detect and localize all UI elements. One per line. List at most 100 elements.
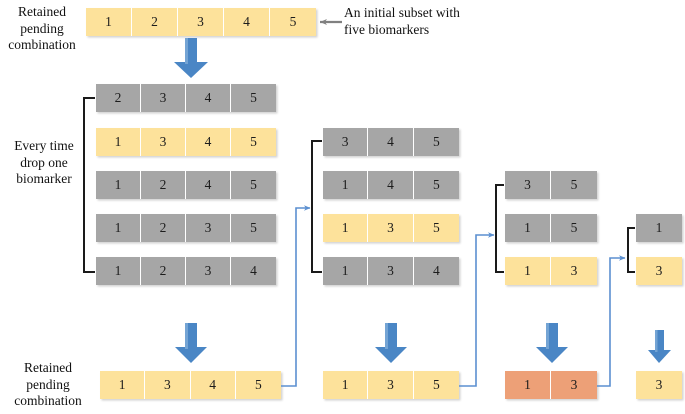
label-line: Every time <box>14 138 74 153</box>
combo-cell[interactable]: 3 <box>551 257 597 285</box>
combo-cell[interactable]: 3 <box>368 371 414 399</box>
combo-cell[interactable]: 1 <box>505 214 551 242</box>
label-line: drop one <box>20 154 68 170</box>
combo-cell[interactable]: 5 <box>235 371 281 399</box>
arrow-down-stage-3-retained <box>536 323 568 363</box>
combo-cell[interactable]: 5 <box>413 171 459 199</box>
combo-cell[interactable]: 5 <box>231 84 276 112</box>
label-line: combination <box>14 393 82 408</box>
arrow-down-stage-4-retained <box>648 330 671 363</box>
combo-stage-4-candidate-2[interactable]: 3 <box>636 257 682 285</box>
combo-cell[interactable]: 1 <box>323 214 369 242</box>
combo-cell[interactable]: 3 <box>636 257 682 285</box>
arrow-down-initial-to-stage1 <box>174 38 208 78</box>
combo-cell[interactable]: 1 <box>96 128 141 156</box>
combo-cell[interactable]: 3 <box>178 8 224 36</box>
combo-cell[interactable]: 2 <box>141 214 186 242</box>
connector-stage-2-to-stage-3 <box>459 232 495 387</box>
label-line: combination <box>8 37 76 52</box>
combo-cell[interactable]: 4 <box>368 128 414 156</box>
combo-cell[interactable]: 3 <box>636 371 682 399</box>
label-line: Retained <box>24 360 72 375</box>
bracket-stage-2 <box>311 140 322 273</box>
combo-cell[interactable]: 1 <box>96 171 141 199</box>
bracket-stage-4 <box>627 227 635 273</box>
label-line: five biomarkers <box>344 21 430 37</box>
label-line: biomarker <box>16 171 72 186</box>
bracket-stage-3 <box>495 184 504 273</box>
combo-cell[interactable]: 1 <box>505 371 551 399</box>
label-line: Retained <box>18 4 66 19</box>
combo-cell[interactable]: 4 <box>186 171 231 199</box>
combo-cell[interactable]: 5 <box>231 171 276 199</box>
combo-cell[interactable]: 5 <box>231 214 276 242</box>
combo-cell[interactable]: 1 <box>636 214 682 242</box>
combo-cell[interactable]: 5 <box>270 8 316 36</box>
combo-cell[interactable]: 1 <box>323 371 369 399</box>
combo-cell[interactable]: 4 <box>368 171 414 199</box>
combo-cell[interactable]: 3 <box>368 257 414 285</box>
combo-cell[interactable]: 3 <box>186 257 231 285</box>
combo-cell[interactable]: 3 <box>505 171 551 199</box>
label-line: pending <box>20 20 64 36</box>
arrow-down-stage-2-retained <box>375 323 407 363</box>
combo-cell[interactable]: 4 <box>186 84 231 112</box>
combo-stage-4-candidate-1[interactable]: 1 <box>636 214 682 242</box>
combo-cell[interactable]: 4 <box>231 257 276 285</box>
combo-retained-stage-4[interactable]: 3 <box>636 371 682 399</box>
combo-cell[interactable]: 3 <box>145 371 191 399</box>
combo-cell[interactable]: 4 <box>186 128 231 156</box>
combo-cell[interactable]: 2 <box>132 8 178 36</box>
label-line: pending <box>26 376 70 392</box>
combo-cell[interactable]: 3 <box>141 128 186 156</box>
combo-cell[interactable]: 2 <box>96 84 141 112</box>
combo-cell[interactable]: 1 <box>505 257 551 285</box>
label-line: An initial subset with <box>344 5 460 20</box>
combo-cell[interactable]: 2 <box>141 171 186 199</box>
combo-cell[interactable]: 3 <box>323 128 369 156</box>
combo-cell[interactable]: 5 <box>413 128 459 156</box>
combo-cell[interactable]: 1 <box>323 171 369 199</box>
combo-cell[interactable]: 5 <box>413 371 459 399</box>
combo-cell[interactable]: 5 <box>413 214 459 242</box>
combo-cell[interactable]: 3 <box>141 84 186 112</box>
connector-stage-3-to-stage-4 <box>597 255 626 387</box>
combo-cell[interactable]: 5 <box>551 171 597 199</box>
combo-cell[interactable]: 5 <box>551 214 597 242</box>
combo-cell[interactable]: 1 <box>96 257 141 285</box>
combo-cell[interactable]: 5 <box>231 128 276 156</box>
combo-cell[interactable]: 4 <box>224 8 270 36</box>
combo-cell[interactable]: 1 <box>100 371 146 399</box>
combo-cell[interactable]: 2 <box>141 257 186 285</box>
combo-cell[interactable]: 3 <box>551 371 597 399</box>
combo-cell[interactable]: 4 <box>190 371 236 399</box>
combo-cell[interactable]: 1 <box>323 257 369 285</box>
combo-cell[interactable]: 3 <box>368 214 414 242</box>
combo-cell[interactable]: 1 <box>86 8 132 36</box>
combo-cell[interactable]: 4 <box>413 257 459 285</box>
combo-cell[interactable]: 1 <box>96 214 141 242</box>
combo-cell[interactable]: 3 <box>186 214 231 242</box>
